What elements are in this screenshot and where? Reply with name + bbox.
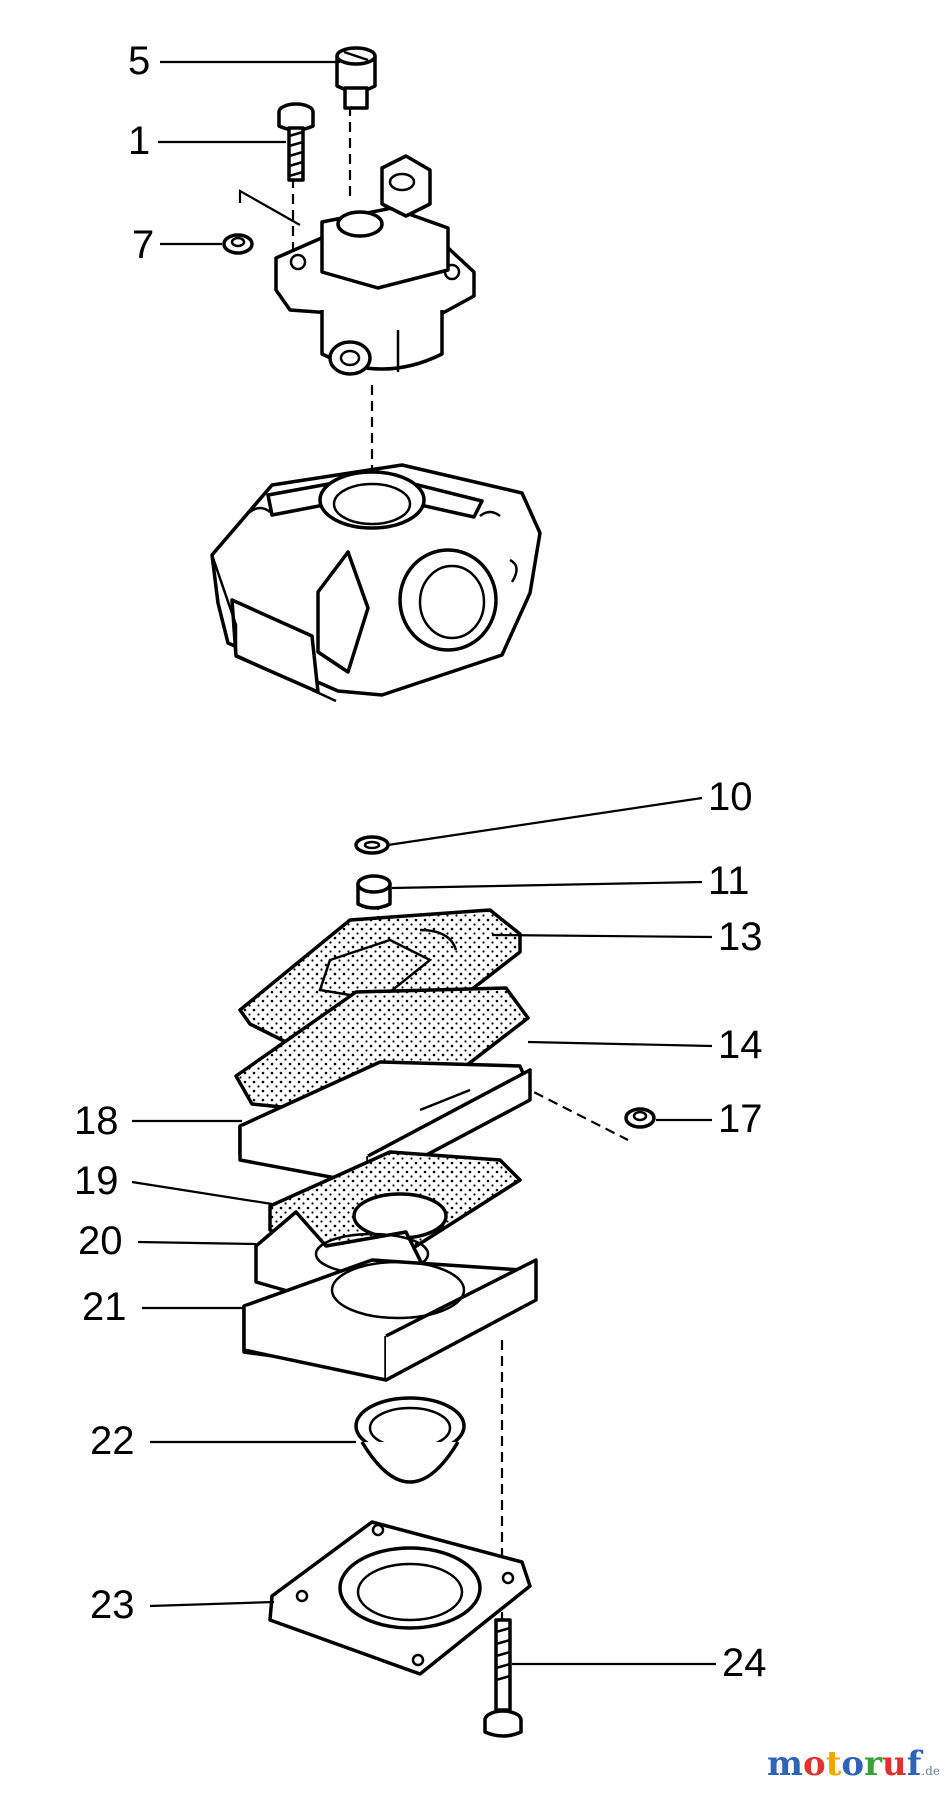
callout-18: 18 [74, 1099, 119, 1143]
callout-7: 7 [132, 223, 154, 267]
part-24-screw [483, 1618, 523, 1738]
callout-1: 1 [128, 119, 150, 163]
part-10-washer [354, 835, 390, 855]
callout-20: 20 [78, 1219, 123, 1263]
callout-13: 13 [718, 915, 763, 959]
part-11-filter [356, 874, 392, 910]
callout-14: 14 [718, 1023, 763, 1067]
carburetor-body [210, 463, 542, 703]
callout-23: 23 [90, 1583, 135, 1627]
part-22-check-cup [354, 1396, 466, 1484]
throttle-body [274, 154, 476, 376]
callout-17: 17 [718, 1097, 763, 1141]
watermark-letter: t [825, 1744, 842, 1784]
callout-24: 24 [722, 1641, 767, 1685]
upper-assembly [210, 46, 542, 703]
part-1-screw [277, 102, 315, 182]
part-5-adjust-screw [335, 46, 377, 110]
part-21-cover [242, 1258, 538, 1382]
motoruf-watermark-logo: motoruf.de [767, 1744, 940, 1784]
callout-5: 5 [128, 39, 150, 83]
part-23-plate [268, 1520, 532, 1676]
lower-assembly [234, 835, 656, 1738]
part-7-nut [222, 233, 254, 255]
callout-19: 19 [74, 1159, 119, 1203]
callout-group: 5 1 7 10 11 13 14 17 18 19 20 21 22 23 2… [74, 39, 767, 1685]
callout-11: 11 [708, 859, 750, 903]
watermark-letter: f [906, 1744, 922, 1784]
watermark-suffix: .de [921, 1764, 940, 1778]
part-17-nut [624, 1107, 656, 1129]
watermark-letter: u [882, 1744, 907, 1784]
part-13-gasket [238, 908, 522, 1046]
watermark-letter: r [864, 1744, 883, 1784]
watermark-letter: o [841, 1744, 865, 1784]
part-14-diaphragm-gasket [234, 986, 530, 1114]
callout-10: 10 [708, 775, 753, 819]
callout-22: 22 [90, 1419, 135, 1463]
watermark-letter: m [767, 1744, 803, 1784]
callout-21: 21 [82, 1285, 127, 1329]
watermark-letter: o [803, 1744, 826, 1784]
